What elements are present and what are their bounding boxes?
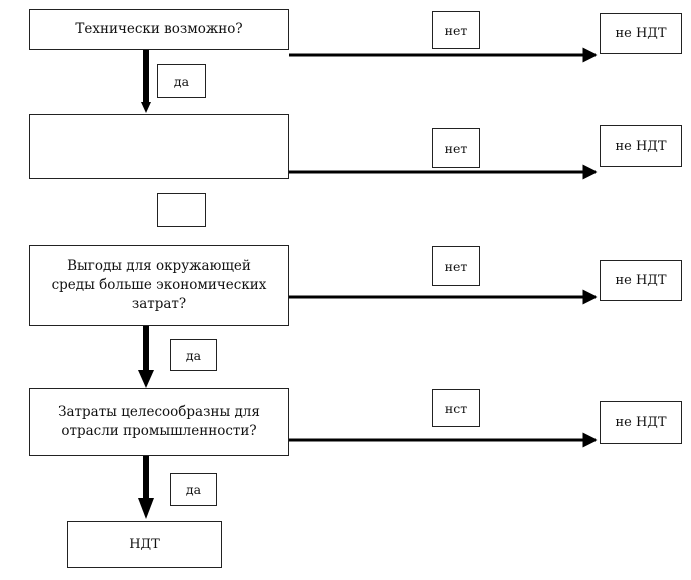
yes-label-text-1: да	[173, 73, 190, 89]
no-label-2: нет	[432, 128, 480, 168]
no-label-1: нет	[432, 11, 480, 49]
yes-arrowhead-1	[141, 102, 151, 113]
result-not-bat-text-4: не НДТ	[615, 415, 667, 430]
no-label-4: нст	[432, 389, 480, 427]
result-not-bat-text-2: не НДТ	[615, 138, 667, 154]
no-label-text-2: нет	[444, 140, 468, 156]
no-label-text-3: нет	[444, 258, 468, 274]
no-label-text-1: нет	[444, 22, 468, 38]
no-label-text-4: нст	[444, 400, 468, 416]
yes-label-1: да	[157, 64, 206, 98]
decision-text-3: Выгоды для окружающей среды больше эконо…	[51, 258, 267, 312]
result-bat-text: НДТ	[129, 537, 160, 552]
yes-label-4: да	[170, 473, 217, 506]
yes-label-2	[157, 193, 206, 227]
yes-arrowhead-4	[138, 498, 154, 519]
result-not-bat-1: не НДТ	[600, 13, 682, 54]
decision-box-2	[29, 114, 289, 179]
result-not-bat-text-1: не НДТ	[615, 26, 667, 41]
result-not-bat-4: не НДТ	[600, 401, 682, 444]
result-bat: НДТ	[67, 521, 222, 568]
yes-label-text-3: да	[185, 347, 202, 363]
result-not-bat-2: не НДТ	[600, 125, 682, 167]
result-not-bat-3: не НДТ	[600, 260, 682, 301]
yes-label-3: да	[170, 339, 217, 371]
decision-box-1: Технически возможно?	[29, 9, 289, 50]
decision-text-4: Затраты целесообразны для отрасли промыш…	[58, 404, 260, 439]
decision-box-4: Затраты целесообразны для отрасли промыш…	[29, 388, 289, 456]
decision-text-1: Технически возможно?	[75, 21, 243, 37]
yes-arrowhead-3	[138, 370, 154, 388]
result-not-bat-text-3: не НДТ	[615, 273, 667, 288]
yes-label-text-4: да	[185, 482, 202, 497]
no-label-3: нет	[432, 246, 480, 286]
decision-box-3: Выгоды для окружающей среды больше эконо…	[29, 245, 289, 326]
